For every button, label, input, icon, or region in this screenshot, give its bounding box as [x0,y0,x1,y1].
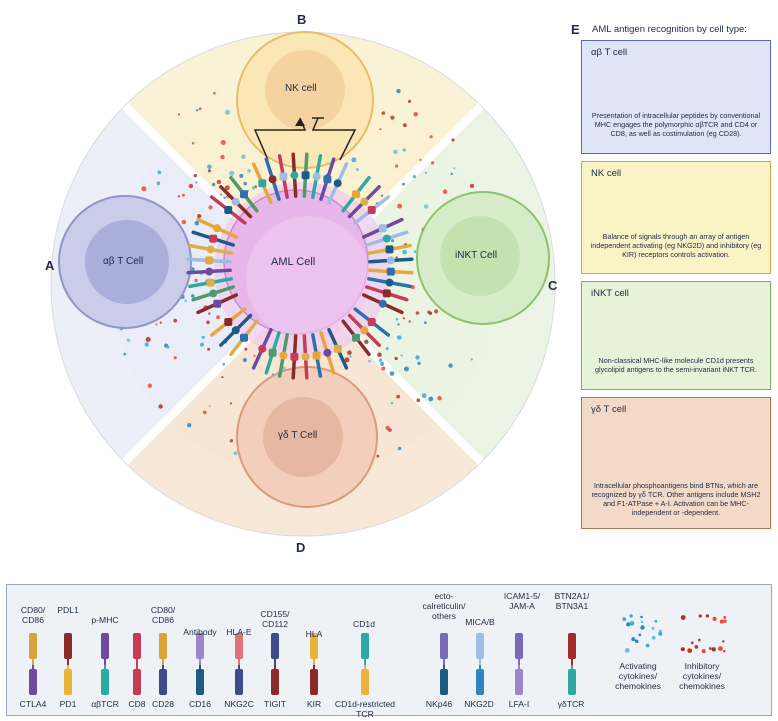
nk-cell-label: NK cell [285,83,317,94]
panel-label-c: C [548,278,558,293]
panel-e-nk-text: Balance of signals through an array of a… [590,232,762,259]
receptor-ligand-pairs [186,152,414,380]
legend-bottom-4: CD28 [152,699,174,709]
panel-label-e: E [571,22,580,37]
panel-e-ab-box: αβ T cell Presentation of intracellular … [581,40,771,154]
legend-bottom-3: CD8 [128,699,146,709]
panel-e-title: AML antigen recognition by cell type: [592,24,747,35]
legend-top-6: HLA-E [226,627,252,637]
aml-cell-label: AML Cell [271,256,316,268]
legend-bottom-2: αβTCR [91,699,119,709]
panel-e-inkt-text: Non-classical MHC-like molecule CD1d pre… [595,356,757,374]
gd-cell-label: γδ T Cell [278,430,318,441]
inkt-cell-label: iNKT Cell [455,250,498,261]
legend-top-11: MICA/B [465,617,495,627]
panel-e-inkt-box: iNKT cell Non-classical MHC-like molecul… [581,281,771,390]
panel-e-nk-title: NK cell [591,168,622,179]
legend-panel: CD80/ CD86 CTLA4 PDL1 PD1 p-MHC αβTCR CD… [6,584,772,719]
legend-bottom-0: CTLA4 [19,699,47,709]
legend-bottom-1: PD1 [59,699,77,709]
legend-top-5: Antibody [183,627,217,637]
panel-label-d: D [296,540,306,555]
ab-cell-label: αβ T Cell [103,256,144,267]
legend-top-4: CD80/ CD86 [150,605,176,625]
panel-e-ab-title: αβ T cell [591,47,628,58]
legend-icons [29,614,727,695]
panel-label-b: B [297,12,307,27]
legend-top-0: CD80/ CD86 [20,605,46,625]
aml-cell [214,182,390,358]
legend-top-12: ICAM1-5/ JAM-A [503,591,541,611]
ab-t-cell [58,195,192,329]
legend-bottom-6: NKG2C [224,699,254,709]
panel-e-nk-box: NK cell Balance of signals through an ar… [581,161,771,274]
panel-e-gd-box: γδ T cell Intracellular phosphoantigens … [581,397,771,529]
legend-top-13: BTN2A1/ BTN3A1 [554,591,590,611]
legend-top-9: CD1d [353,619,375,629]
legend-bottom-8: KIR [306,699,322,709]
legend-top-2: p-MHC [91,615,119,625]
legend-bottom-12: LFA-I [508,699,530,709]
panel-e-gd-text: Intracellular phosphoantigens bind BTNs,… [591,481,761,517]
legend-bottom-9: CD1d-restricted TCR [334,699,396,719]
panel-label-a: A [45,258,55,273]
gd-t-cell [236,366,378,508]
legend-bottom-10: NKp46 [425,699,453,709]
legend-top-8: HLA [305,629,323,639]
nk-cell [236,31,374,169]
panel-e-inkt-title: iNKT cell [591,288,629,299]
panel-e-gd-title: γδ T cell [591,404,627,415]
legend-bottom-11: NKG2D [464,699,494,709]
legend-top-10: ecto- calreticulin/ others [422,591,466,621]
legend-top-7: CD155/ CD112 [260,609,290,629]
legend-bottom-14: Activating cytokines/ chemokines [615,661,661,691]
legend-bottom-15: Inhibitory cytokines/ chemokines [679,661,725,691]
legend-bottom-7: TIGIT [264,699,286,709]
legend-top-1: PDL1 [57,605,79,615]
panel-e-ab-text: Presentation of intracellular peptides b… [591,111,761,138]
legend-bottom-5: CD16 [189,699,211,709]
legend-bottom-13: γδTCR [557,699,585,709]
inkt-cell [416,191,550,325]
